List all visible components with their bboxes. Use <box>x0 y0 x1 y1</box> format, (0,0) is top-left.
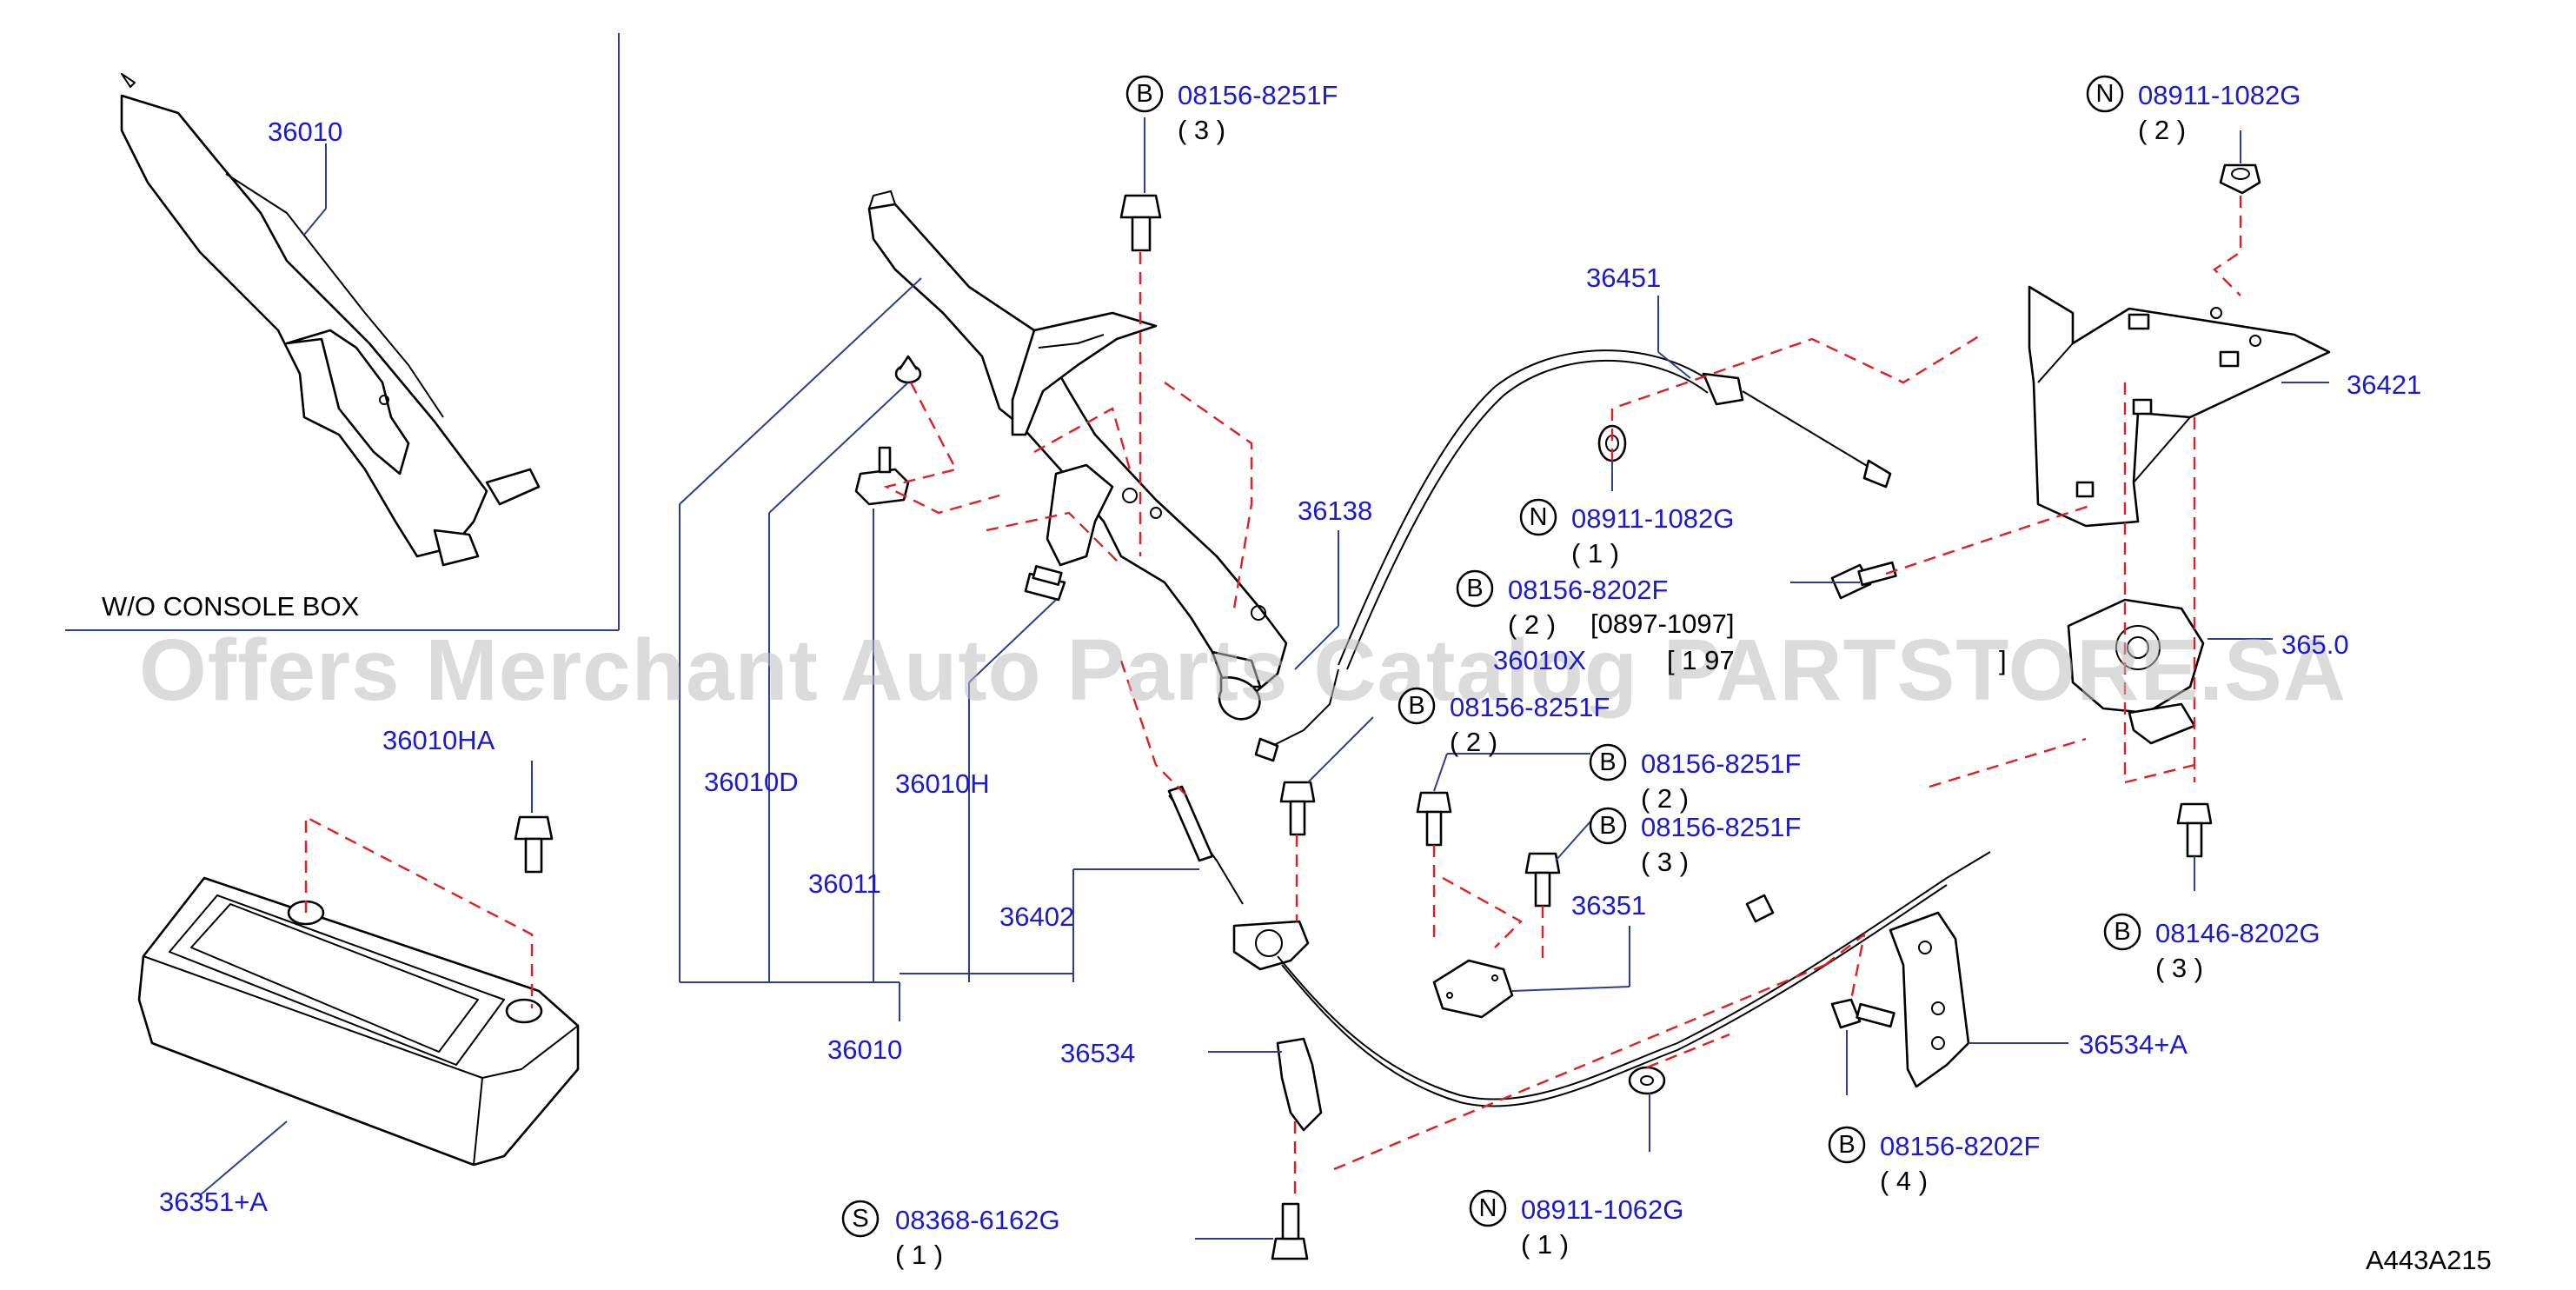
label-36010HA: 36010HA <box>382 725 495 755</box>
callout-letter: B <box>2114 918 2130 946</box>
leader-lines <box>199 117 2329 1240</box>
label-36534A: 36534+A <box>2079 1029 2188 1060</box>
callout-letter: B <box>1838 1131 1855 1159</box>
bolt-36010HA <box>514 815 554 874</box>
watermark: Offers Merchant Auto Parts Catalog PARTS… <box>139 622 2347 719</box>
callout-b-08156-8202F-mid: B 08156-8202F ( 2 ) <box>1456 569 1668 640</box>
callout-b-08156-8251F-top: B 08156-8251F ( 3 ) <box>1125 75 1338 145</box>
callout-part: 08156-8251F <box>1641 748 1801 779</box>
callout-qty: ( 3 ) <box>1641 847 1689 877</box>
label-36421: 36421 <box>2347 369 2421 400</box>
bolts <box>1119 194 2213 1260</box>
label-36010X: 36010X <box>1493 645 1586 675</box>
callout-qty: ( 4 ) <box>1880 1166 1928 1196</box>
callout-letter: B <box>1466 575 1483 602</box>
callout-qty: ( 3 ) <box>2155 953 2203 983</box>
inset-frame <box>65 33 620 631</box>
label-36534: 36534 <box>1060 1038 1135 1068</box>
callout-letter: N <box>2096 80 2115 108</box>
callout-letter: N <box>1530 503 1548 531</box>
label-diagram-code: A443A215 <box>2366 1245 2492 1275</box>
callout-qty: ( 3 ) <box>1178 115 1225 145</box>
callout-b-08146-8202G: B 08146-8202G ( 3 ) <box>2103 913 2320 983</box>
label-wo-console-box: W/O CONSOLE BOX <box>102 591 360 622</box>
callout-part: 08911-1082G <box>1571 503 1734 534</box>
callout-n-08911-1082G-mid: N 08911-1082G ( 1 ) <box>1519 498 1734 569</box>
callout-qty: ( 2 ) <box>1450 727 1497 757</box>
label-36010-main: 36010 <box>827 1034 902 1065</box>
callout-part: 08156-8202F <box>1508 575 1668 605</box>
label-36351A: 36351+A <box>159 1187 268 1217</box>
clip-36011 <box>854 446 910 506</box>
washer-08911-1062G <box>1628 1066 1666 1095</box>
cable-rear-36451 <box>1254 349 1892 762</box>
callout-n-08911-1062G: N 08911-1062G ( 1 ) <box>1469 1189 1683 1260</box>
label-36138: 36138 <box>1298 495 1372 526</box>
callout-qty: ( 2 ) <box>2138 115 2186 145</box>
label-36351: 36351 <box>1571 890 1646 921</box>
callout-part: 08156-8251F <box>1641 812 1801 842</box>
equalizer-36530 <box>2067 598 2205 745</box>
callout-part: 08368-6162G <box>895 1205 1060 1235</box>
lever-main <box>867 190 1288 697</box>
callout-n-08911-1082G-top: N 08911-1082G ( 2 ) <box>2086 75 2300 145</box>
cable-front-36402 <box>1167 785 1991 1107</box>
label-date-range-2: [ 1 97 <box>1667 645 1735 675</box>
callout-part: 08156-8202F <box>1880 1131 2040 1161</box>
callout-b-08156-8251F-a: B 08156-8251F ( 2 ) <box>1398 687 1610 757</box>
callout-qty: ( 1 ) <box>1571 538 1619 569</box>
callout-part: 08156-8251F <box>1178 80 1338 110</box>
callout-letter: N <box>1479 1194 1497 1222</box>
label-36530: 365.0 <box>2281 629 2349 660</box>
callout-letter: B <box>1599 748 1616 776</box>
clip-36138 <box>1218 676 1261 721</box>
nut-08911-1082G-top <box>2219 163 2261 195</box>
label-36402: 36402 <box>999 901 1074 932</box>
callout-letter: B <box>1408 692 1424 720</box>
bracket-36534A <box>1889 911 1970 1088</box>
label-36451: 36451 <box>1586 263 1661 293</box>
lever-handle-inset <box>120 73 541 567</box>
label-bracket-close: ] <box>1999 645 2007 675</box>
bolt-36010H <box>1024 565 1066 602</box>
label-36011: 36011 <box>808 868 881 899</box>
callout-letter: S <box>852 1205 868 1233</box>
label-date-range-1: [0897-1097] <box>1590 608 1734 639</box>
callout-b-08156-8202F-bottom: B 08156-8202F ( 4 ) <box>1828 1126 2040 1196</box>
callout-b-08156-8251F-c: B 08156-8251F ( 3 ) <box>1589 807 1801 877</box>
hidden-lines <box>883 196 2242 1200</box>
callout-s-08368-6162G: S 08368-6162G ( 1 ) <box>841 1200 1060 1270</box>
callout-b-08156-8251F-b: B 08156-8251F ( 2 ) <box>1589 743 1801 814</box>
callout-part: 08156-8251F <box>1450 692 1610 722</box>
part-labels: 36010 W/O CONSOLE BOX 36010HA 36351+A 36… <box>102 116 2492 1275</box>
callout-part: 08146-8202G <box>2155 918 2320 948</box>
callout-part: 08911-1082G <box>2138 80 2300 110</box>
plate-36351 <box>1432 959 1514 1019</box>
grommet-36010D <box>894 355 922 384</box>
callout-letter: B <box>1599 812 1616 840</box>
label-36010-inset: 36010 <box>268 116 342 147</box>
bracket-36534 <box>1276 1037 1323 1132</box>
callout-letter: B <box>1136 80 1152 108</box>
callout-qty: ( 1 ) <box>1521 1229 1569 1260</box>
callout-qty: ( 1 ) <box>895 1240 943 1270</box>
console-box <box>137 815 580 1167</box>
callout-qty: ( 2 ) <box>1641 783 1689 814</box>
label-36010H: 36010H <box>895 768 990 799</box>
callout-qty: ( 2 ) <box>1508 609 1556 640</box>
label-36010D: 36010D <box>704 767 799 797</box>
callout-part: 08911-1062G <box>1521 1194 1683 1225</box>
bracket-36421 <box>2028 285 2331 528</box>
